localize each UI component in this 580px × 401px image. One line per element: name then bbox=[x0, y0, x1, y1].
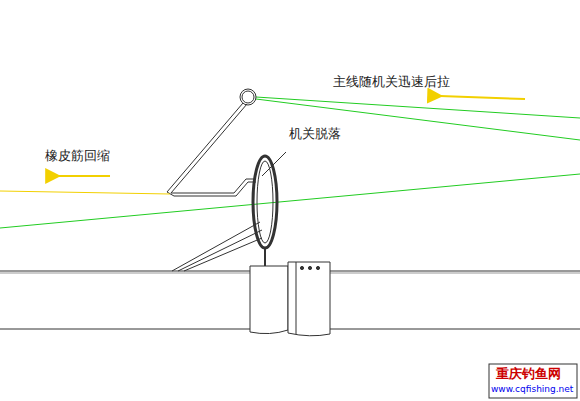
main-line bbox=[0, 97, 580, 228]
note-label: 机关脱落 bbox=[289, 126, 341, 142]
leader-line bbox=[262, 152, 286, 176]
motion-arrow bbox=[58, 175, 110, 177]
trigger-wire bbox=[167, 89, 256, 196]
note-label: 橡皮筋回缩 bbox=[45, 148, 110, 164]
motion-arrow bbox=[440, 96, 525, 99]
watermark: www.cqfishing.net bbox=[491, 384, 573, 395]
watermark: 重庆钓鱼网 bbox=[496, 366, 561, 382]
rubber-band bbox=[0, 191, 170, 194]
guide-clamp bbox=[250, 262, 330, 336]
note-label: 主线随机关迅速后拉 bbox=[333, 74, 450, 90]
watermark-frame bbox=[489, 364, 577, 398]
